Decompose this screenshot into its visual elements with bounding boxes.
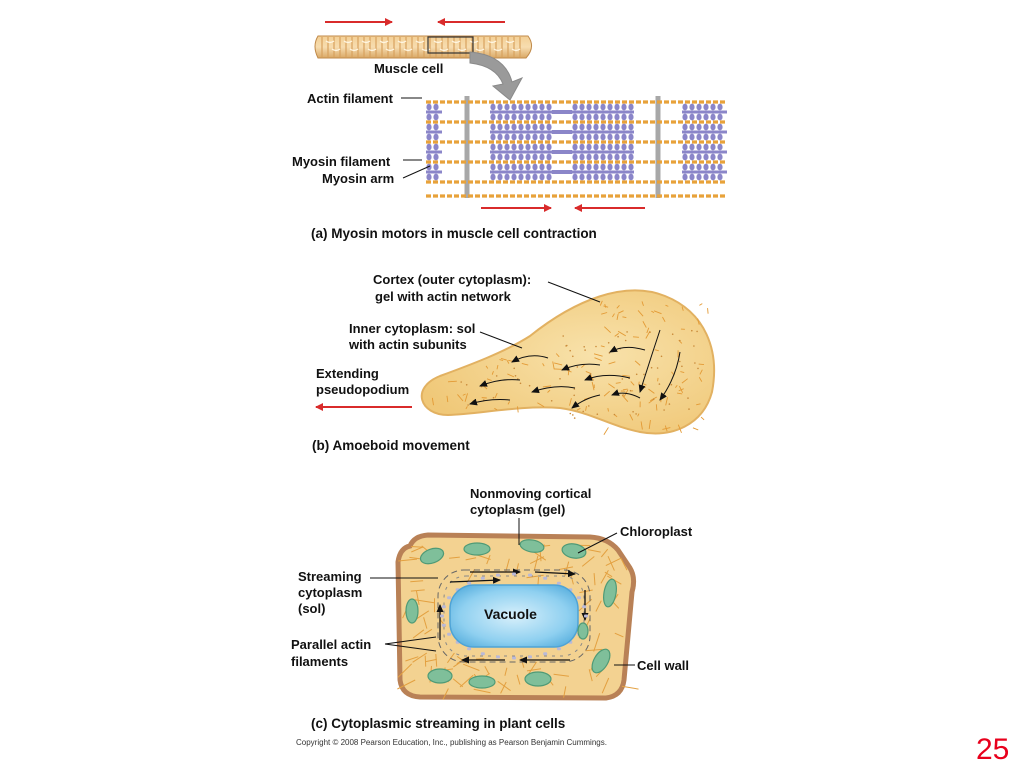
label-chloroplast: Chloroplast: [620, 524, 693, 539]
amoeba-body: [420, 289, 716, 435]
label-streaming-2: cytoplasm: [298, 585, 363, 600]
label-cortex-1: Cortex (outer cytoplasm):: [373, 272, 532, 287]
label-cortex-2: gel with actin network: [375, 289, 511, 304]
leader-chloroplast: [577, 532, 618, 554]
zoom-box: [427, 36, 474, 54]
vacuole: [449, 584, 579, 648]
label-streaming-1: Streaming: [298, 569, 362, 584]
caption-a: (a) Myosin motors in muscle cell contrac…: [311, 226, 597, 241]
page-number: 25: [976, 733, 1010, 766]
leader-parallel-1: [384, 636, 437, 645]
label-actin-filament: Actin filament: [307, 91, 393, 106]
sarcomere-diagram: [426, 96, 727, 198]
label-pseudopodium-1: Extending: [316, 366, 379, 381]
label-nonmoving-2: cytoplasm (gel): [470, 502, 566, 517]
zoom-arrow: [469, 51, 524, 101]
label-vacuole: Vacuole: [484, 606, 537, 622]
label-cell-wall: Cell wall: [637, 658, 690, 673]
label-pseudopodium-2: pseudopodium: [316, 382, 410, 397]
leader-parallel-2: [384, 643, 437, 652]
caption-b: (b) Amoeboid movement: [312, 438, 470, 453]
label-muscle-cell: Muscle cell: [374, 61, 444, 76]
caption-c: (c) Cytoplasmic streaming in plant cells: [311, 716, 566, 731]
label-parallel-1: Parallel actin: [291, 637, 372, 652]
panel-b-amoeboid: [315, 281, 716, 435]
label-myosin-filament: Myosin filament: [292, 154, 391, 169]
label-inner-1: Inner cytoplasm: sol: [349, 321, 476, 336]
label-inner-2: with actin subunits: [349, 337, 467, 352]
panel-a-myosin-motors: [314, 18, 727, 212]
label-nonmoving-1: Nonmoving cortical: [470, 486, 592, 501]
label-parallel-2: filaments: [291, 654, 349, 669]
panel-c-plant-cell: [370, 518, 639, 701]
label-myosin-arm: Myosin arm: [322, 171, 395, 186]
copyright-notice: Copyright © 2008 Pearson Education, Inc.…: [296, 738, 607, 747]
leader-myosin-arm: [402, 165, 431, 179]
leader-inner: [479, 331, 523, 349]
label-streaming-3: (sol): [298, 601, 326, 616]
leader-cortex: [547, 281, 601, 303]
muscle-cell-drawing: [314, 35, 532, 59]
